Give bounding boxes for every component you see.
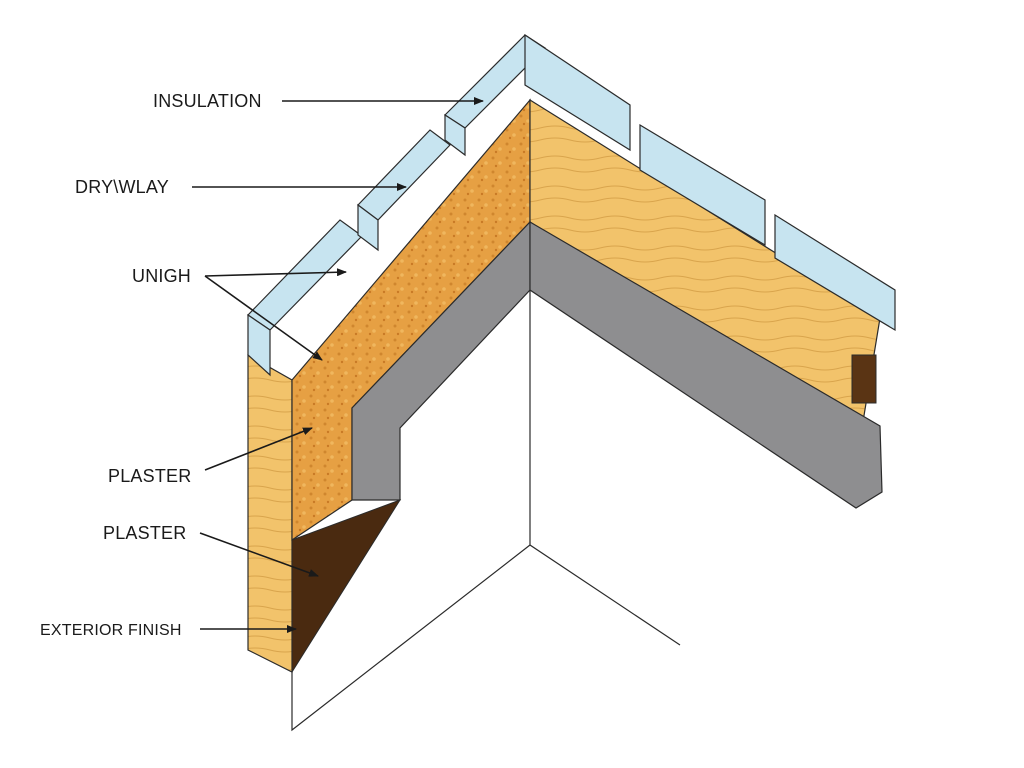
dark-plaster-triangle <box>291 499 402 674</box>
interior-floor-line <box>291 544 531 732</box>
plaster-label-lower: PLASTER <box>103 523 186 543</box>
unigh-arrow-upper <box>204 268 347 277</box>
insulation-label: INSULATION <box>153 91 262 111</box>
insulation-blocks-left <box>247 34 546 377</box>
plaster-label-upper: PLASTER <box>108 466 191 486</box>
unigh-label: UNIGH <box>132 266 191 286</box>
insulation-blocks-right <box>524 33 896 332</box>
unigh-arrow-lower <box>204 275 323 361</box>
rafter-end-block <box>851 354 877 404</box>
gray-membrane-right <box>529 220 883 509</box>
drywall-label: DRY\WLAY <box>75 177 169 197</box>
plaster-arrow-lower <box>199 532 319 577</box>
plaster-arrow-upper <box>204 427 313 471</box>
left-wall-wood-face <box>247 353 293 673</box>
exterior-finish-label: EXTERIOR FINISH <box>40 622 182 639</box>
